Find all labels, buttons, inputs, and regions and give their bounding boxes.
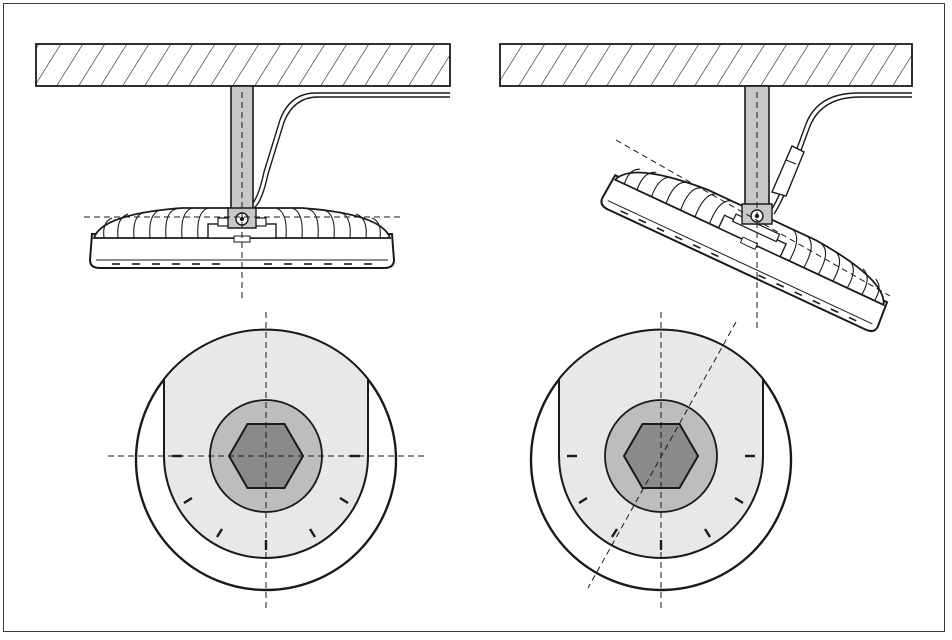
- panel-tilted: [499, 43, 913, 608]
- power-cable: [249, 92, 450, 207]
- power-cable: [769, 92, 912, 213]
- ceiling: [35, 43, 451, 87]
- cable-clip: [771, 145, 805, 197]
- panel-level: [35, 43, 451, 608]
- angle-detail-tilted: [529, 312, 793, 608]
- angle-detail-level: [108, 312, 424, 608]
- figure-frame: [3, 3, 945, 632]
- tilted-axis: [587, 321, 737, 589]
- tilted-axis: [615, 139, 891, 297]
- ceiling: [499, 43, 913, 87]
